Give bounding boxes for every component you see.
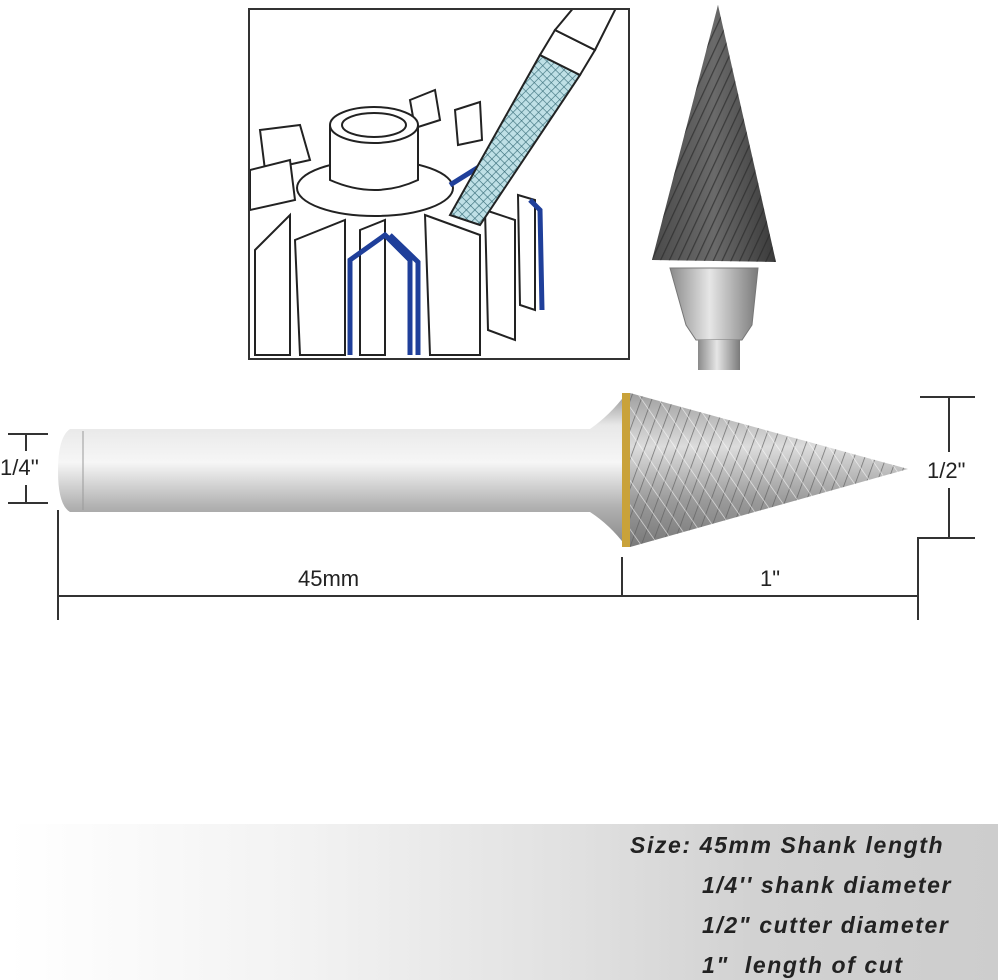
shank-length-label: 45mm [298,566,360,591]
spec-line-size: Size: 45mm Shank length [630,832,945,858]
cutter-diameter-top-tick [920,396,975,398]
cutter-diameter-line-lower [948,488,950,537]
cutter-diameter-line-upper [948,398,950,452]
spec-line-length-of-cut: 1" length of cut [702,952,904,978]
usage-illustration [248,8,630,360]
cut-length-label: 1" [760,566,781,591]
length-left-tick [57,510,59,620]
carbide-burr-image [58,393,908,547]
burr-head-photo [640,0,780,370]
cone-burr-closeup [652,5,776,370]
cutter-diameter-bottom-tick [918,537,975,539]
shank-diameter-bottom-tick [8,502,48,504]
spec-line-cutter-diameter: 1/2" cutter diameter [702,912,950,938]
length-right-tick [917,537,919,620]
length-dimension-line [57,595,919,597]
product-photo [50,385,920,555]
shank-diameter-label: 1/4'' [0,455,39,480]
gear-deburring-drawing [250,10,617,356]
shank-diameter-top-tick [8,433,48,435]
spec-line-shank-diameter: 1/4'' shank diameter [702,872,953,898]
cutter-diameter-label: 1/2" [927,458,966,483]
specs-banner [10,824,998,980]
shank-diameter-line-upper [25,435,27,451]
length-middle-tick [621,557,623,597]
shank-diameter-line-lower [25,485,27,502]
